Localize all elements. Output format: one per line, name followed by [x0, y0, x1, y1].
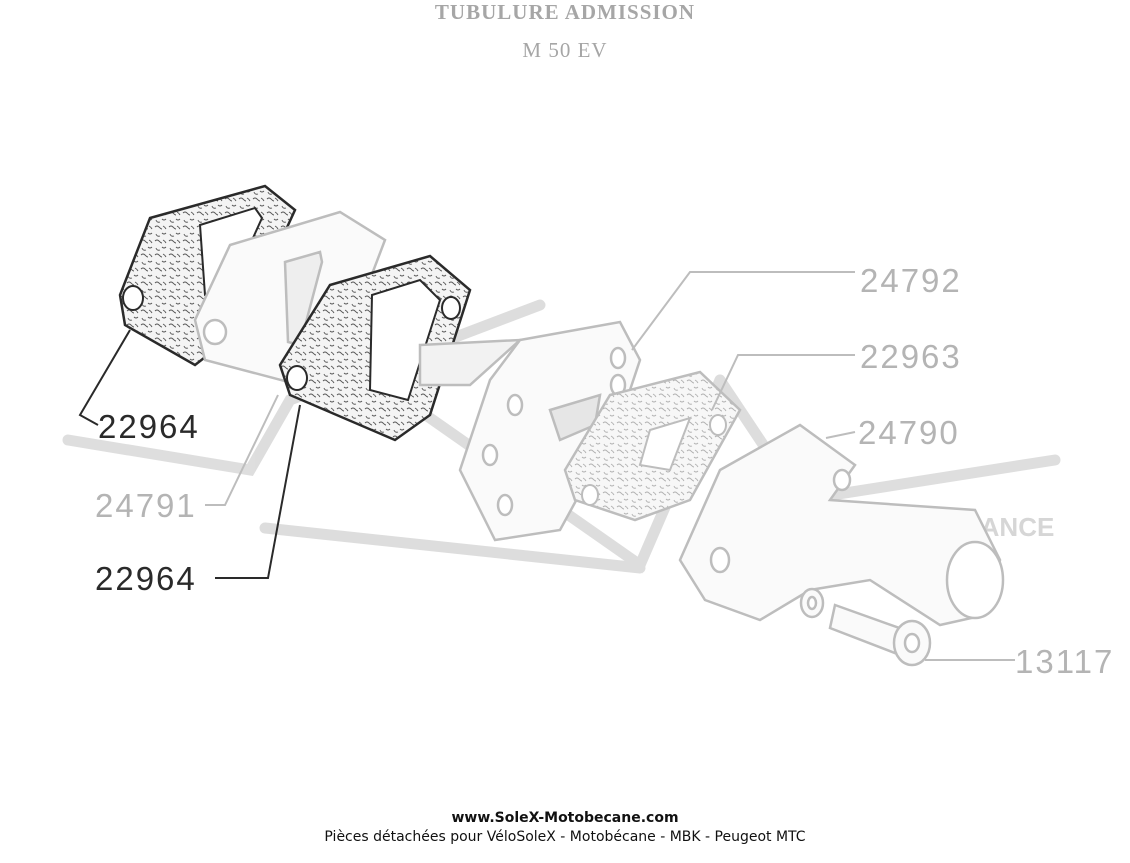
label-22963: 22963	[860, 338, 962, 375]
diagram-subtitle: M 50 EV	[522, 38, 608, 62]
leader-lines	[78, 271, 1015, 661]
intake-gasket-part	[563, 370, 742, 522]
intake-manifold-part	[678, 423, 1005, 627]
label-22964-outer: 22964	[98, 408, 200, 445]
screw-part	[799, 587, 932, 667]
diagram-title: TUBULURE ADMISSION	[434, 0, 696, 24]
label-24790: 24790	[858, 414, 960, 451]
gasket-inner-part	[278, 254, 472, 442]
label-24791: 24791	[95, 487, 197, 524]
label-22964-inner: 22964	[95, 560, 197, 597]
footer-description: Pièces détachées pour VéloSoleX - Motobé…	[324, 829, 806, 845]
label-24792: 24792	[860, 262, 962, 299]
footer-website-link[interactable]: www.SoleX-Motobecane.com	[451, 810, 679, 826]
reed-plate-part	[418, 320, 642, 542]
label-13117: 13117	[1015, 643, 1114, 680]
